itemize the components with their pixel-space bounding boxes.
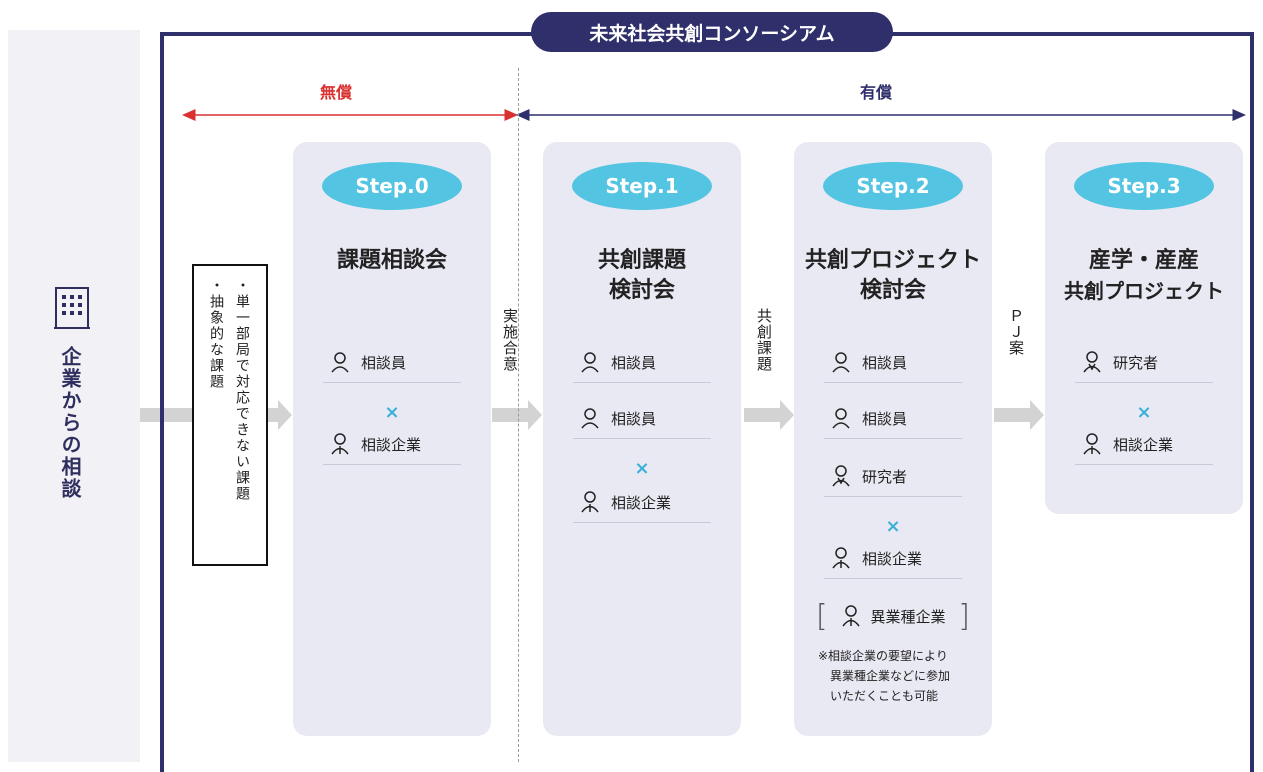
times-symbol: × — [634, 458, 650, 479]
times-symbol: × — [885, 516, 901, 537]
role-label: 相談員 — [611, 409, 657, 428]
times-symbol: × — [1136, 402, 1152, 423]
businessperson-icon — [832, 547, 850, 569]
issue-box: ・単一部局で対応できない課題 ・抽象的な課題 — [192, 264, 268, 566]
role-row: 相談企業 — [323, 424, 461, 465]
role-row: 相談企業 — [824, 538, 962, 579]
times-symbol: × — [384, 402, 400, 423]
role-label: 相談企業 — [862, 549, 923, 568]
arrow-label: ＰＪ案 — [1007, 308, 1025, 356]
role-label: 研究者 — [1113, 353, 1159, 372]
arrow-label: 共創課題 — [755, 308, 773, 372]
person-icon — [331, 352, 349, 373]
researcher-icon — [832, 465, 850, 487]
free-label: 無償 — [320, 83, 353, 102]
step-pill: Step.1 — [572, 162, 712, 210]
role-row: 相談員 — [573, 342, 711, 383]
businessperson-icon — [842, 605, 861, 627]
flow-arrow-head-3 — [1030, 400, 1044, 430]
role-label: 相談員 — [361, 353, 407, 372]
optional-note: ※相談企業の要望により 異業種企業などに参加 いただくことも可能 — [818, 649, 951, 703]
businessperson-icon — [581, 491, 599, 513]
optional-role-row: [ 異業種企業 ] — [816, 594, 970, 638]
flow-arrow-shaft-3 — [994, 408, 1030, 422]
arrow-label: 実施合意 — [501, 308, 519, 372]
person-icon — [832, 352, 850, 373]
step-card: Step.3 産学・産産共創プロジェクト 研究者 × 相談企業 — [1045, 142, 1243, 514]
flow-arrow-head-1 — [528, 400, 542, 430]
step-title: 共創プロジェクト検討会 — [804, 248, 981, 303]
role-row: 相談企業 — [1075, 424, 1213, 465]
step-card: Step.1 共創課題検討会 相談員 相談員 × 相談企業 — [543, 142, 741, 736]
flow-arrow-shaft-in — [140, 408, 192, 422]
left-panel — [8, 30, 140, 762]
role-row: 相談員 — [323, 342, 461, 383]
building-icon — [54, 287, 90, 329]
step-card: Step.2 共創プロジェクト検討会 相談員 相談員 研究者 × 相談企業 [ … — [794, 142, 992, 736]
flow-arrow-shaft-0 — [268, 408, 278, 422]
issue-item: ・単一部局で対応できない課題 — [234, 278, 250, 502]
step-title: 課題相談会 — [336, 248, 447, 273]
role-label: 相談員 — [862, 409, 908, 428]
flow-arrow-shaft-2 — [744, 408, 780, 422]
paid-label: 有償 — [860, 83, 893, 102]
role-label: 異業種企業 — [870, 607, 946, 626]
step-pill: Step.2 — [823, 162, 963, 210]
person-icon — [581, 408, 599, 429]
role-label: 研究者 — [862, 467, 908, 486]
close-bracket-icon: ] — [958, 598, 970, 634]
role-row: 相談企業 — [573, 482, 711, 523]
step-pill: Step.3 — [1074, 162, 1214, 210]
role-label: 相談企業 — [361, 435, 422, 454]
businessperson-icon — [1083, 433, 1101, 455]
step-pill: Step.0 — [322, 162, 462, 210]
role-row: 研究者 — [1075, 342, 1213, 383]
role-row: 相談員 — [824, 342, 962, 383]
researcher-icon — [1083, 351, 1101, 373]
step-card: Step.0 課題相談会 相談員 × 相談企業 — [293, 142, 491, 736]
issue-item: ・抽象的な課題 — [208, 278, 224, 390]
role-label: 相談企業 — [611, 493, 672, 512]
free-paid-divider — [518, 68, 519, 762]
flow-arrow-head-2 — [780, 400, 794, 430]
role-label: 相談員 — [862, 353, 908, 372]
role-row: 研究者 — [824, 456, 962, 497]
step-title: 産学・産産共創プロジェクト — [1064, 248, 1224, 303]
step-title: 共創課題検討会 — [597, 248, 686, 303]
person-icon — [581, 352, 599, 373]
flow-arrow-head-0 — [278, 400, 292, 430]
role-row: 相談員 — [573, 398, 711, 439]
person-icon — [832, 408, 850, 429]
consortium-title: 未来社会共創コンソーシアム — [531, 12, 893, 52]
open-bracket-icon: [ — [816, 598, 828, 634]
consultation-label: 企業からの相談 — [58, 346, 82, 500]
role-label: 相談企業 — [1113, 435, 1174, 454]
flow-arrow-shaft-1 — [492, 408, 528, 422]
businessperson-icon — [331, 433, 349, 455]
role-row: 相談員 — [824, 398, 962, 439]
role-label: 相談員 — [611, 353, 657, 372]
